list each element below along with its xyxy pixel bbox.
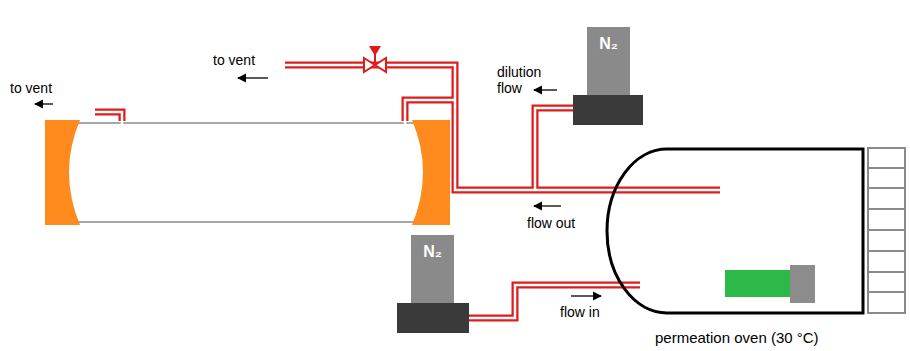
tube-window <box>412 120 450 225</box>
absorption-tube <box>45 120 450 225</box>
gas-label: N₂ <box>411 243 454 261</box>
permeation-tube <box>725 270 791 297</box>
gas-label: N₂ <box>587 35 630 53</box>
oven-label: permeation oven (30 °C) <box>655 329 819 346</box>
permeation-tube-cap <box>790 265 815 303</box>
mass-flow-controller: N₂ <box>397 235 469 333</box>
gas-pipe-bore <box>469 285 640 318</box>
mass-flow-controller: N₂ <box>573 27 643 125</box>
controller-head <box>587 27 630 96</box>
controller-head <box>411 235 454 304</box>
oven-grill <box>868 148 905 313</box>
oven-body <box>607 149 863 313</box>
flow-label: to vent <box>213 52 255 68</box>
controller-base <box>573 95 643 125</box>
permeation-oven: permeation oven (30 °C) <box>605 147 865 315</box>
flow-label: flow in <box>560 304 600 320</box>
gas-pipe <box>469 285 640 318</box>
flow-label: dilution flow <box>497 64 563 96</box>
flow-arrow <box>35 78 601 296</box>
flow-label: to vent <box>10 80 52 96</box>
valve-symbol <box>364 46 386 72</box>
oven-outline <box>605 147 865 315</box>
tube-window <box>45 120 80 225</box>
gas-pipe <box>469 285 640 318</box>
flow-label: flow out <box>527 215 575 231</box>
controller-base <box>397 303 469 333</box>
